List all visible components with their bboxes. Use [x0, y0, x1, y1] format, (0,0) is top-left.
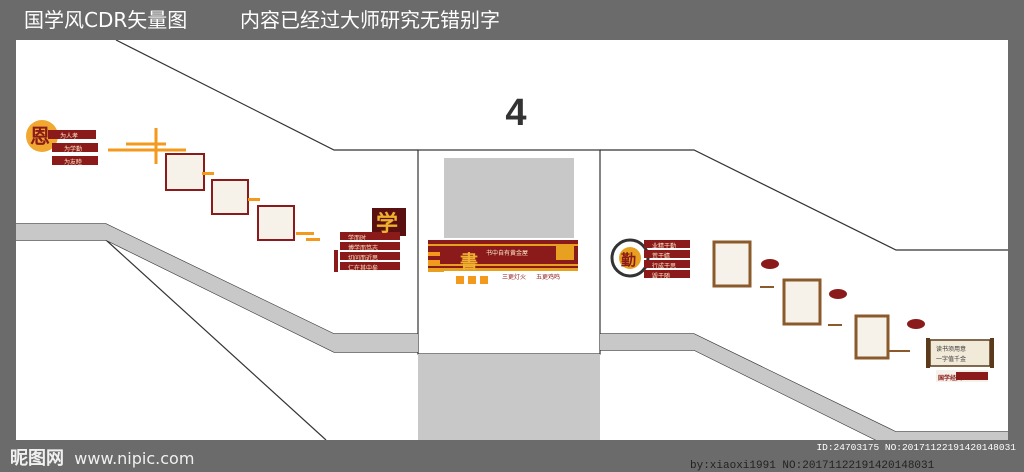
qin-ribbon-1: [644, 240, 690, 248]
accent-1: [202, 172, 214, 175]
shu-stripe-2: [428, 264, 578, 266]
guoxue-text: 国学经典: [938, 375, 963, 382]
accent-2: [248, 198, 260, 201]
title-left: 国学风CDR矢量图: [24, 8, 188, 32]
guoxue-tag: [936, 370, 988, 382]
qin-ribbon-3: [644, 260, 690, 268]
qin-line-2: 荒于嬉: [652, 253, 671, 260]
panel-shu: [428, 240, 578, 284]
xue-ribbon-1: [340, 232, 400, 240]
scroll-body: [929, 339, 991, 367]
panel-en: [26, 120, 98, 165]
xue-ribbon-4: [340, 262, 400, 270]
frames-right: [712, 240, 925, 360]
qin-line-3: 行成于思: [652, 263, 677, 270]
shu-stripe-4: [428, 268, 578, 271]
watermark-url: www.nipic.com: [74, 449, 195, 468]
xue-line-1: 学而时: [348, 235, 367, 242]
left-stair-band: [16, 224, 418, 352]
en-medallion: [26, 120, 58, 152]
watermark-site-name: 昵图网: [10, 448, 64, 469]
xue-line-2: 博学而笃志: [348, 245, 379, 252]
watermark-strip: by:xiaoxi1991 NO:20171122191420148031: [690, 460, 935, 472]
xue-ribbon-3: [340, 252, 400, 260]
qin-hub: [619, 247, 641, 269]
guoxue-book: [956, 372, 988, 380]
frame-r2-tassel: [828, 324, 842, 326]
accent-4: [306, 238, 320, 241]
scroll-rod-left: [926, 338, 930, 368]
center-upper-block: [444, 158, 574, 238]
frame-r3-tassel: [888, 350, 910, 352]
header-bar: 国学风CDR矢量图 内容已经过大师研究无错别字: [0, 0, 1024, 40]
frame-r1-tassel: [760, 286, 774, 288]
frame-3: [257, 205, 295, 241]
panel-xue: [334, 208, 406, 272]
center-lower-block: [418, 354, 600, 440]
cloud-2: [829, 289, 847, 299]
shu-seal: [556, 244, 574, 260]
qin-ribbon-2: [644, 250, 690, 258]
cloud-3: [907, 319, 925, 329]
wall-drawing: 4 恩 为人孝 为学勤 为友睦 学 学而时 博学而笃志 切问而近思 仁在其中矣 …: [16, 40, 1008, 440]
en-ribbon-3: [52, 156, 98, 165]
shu-char: 書: [460, 252, 478, 273]
qin-ribbon-4: [644, 270, 690, 278]
scroll-line-1: 读书须用意: [936, 346, 967, 353]
frames-left: [165, 153, 320, 241]
shu-line-top: 书中自有黄金屋: [486, 250, 529, 257]
accent-3: [296, 232, 314, 235]
en-line-2: 为学勤: [64, 146, 83, 153]
section-number: 4: [505, 92, 527, 134]
gray-surfaces: [16, 158, 1008, 440]
shu-line-bottom-left: 三更灯火: [502, 274, 527, 281]
frame-r3: [854, 314, 890, 360]
right-stair-band: [600, 334, 1008, 440]
frame-1: [165, 153, 205, 191]
en-line-3: 为友睦: [64, 159, 83, 166]
qin-line-1: 业精于勤: [652, 243, 677, 250]
qin-line-4: 毁于随: [652, 273, 671, 280]
cloud-1: [761, 259, 779, 269]
frame-2: [211, 179, 249, 215]
footer-bar: 昵图网 www.nipic.com ID:24703175 NO:2017112…: [0, 440, 1024, 472]
en-ribbon-2: [52, 143, 98, 152]
shu-left-bar-1: [428, 252, 440, 256]
watermark-id: ID:24703175 NO:20171122191420148031: [816, 442, 1016, 453]
en-ribbon-1: [48, 130, 96, 139]
xue-line-3: 切问而近思: [348, 255, 379, 262]
shu-line-bottom-right: 五更鸡鸣: [536, 274, 561, 281]
shu-square-1: [456, 276, 464, 284]
en-line-1: 为人孝: [60, 133, 79, 140]
watermark-site: 昵图网 www.nipic.com: [10, 444, 194, 470]
xue-line-4: 仁在其中矣: [348, 265, 379, 272]
scroll-rod-right: [990, 338, 994, 368]
en-char: 恩: [30, 124, 50, 148]
scroll-tag: [926, 338, 994, 368]
qin-char: 勤: [621, 251, 637, 269]
xue-side-bar: [334, 250, 338, 272]
shu-square-3: [480, 276, 488, 284]
shu-square-2: [468, 276, 476, 284]
frame-r2: [782, 278, 822, 326]
xue-ribbon-2: [340, 242, 400, 250]
title-right: 内容已经过大师研究无错别字: [240, 8, 500, 32]
panel-qin: [610, 238, 690, 278]
upper-left-edge: [115, 40, 418, 151]
lower-left-diagonal: [105, 239, 327, 440]
frame-r1: [712, 240, 752, 288]
lattice-left: [108, 128, 186, 164]
upper-right-edge: [600, 149, 1008, 251]
xue-char: 学: [376, 211, 399, 237]
shu-stripe-1: [428, 244, 578, 246]
scroll-line-2: 一字值千金: [936, 356, 967, 363]
stairwell-wall-svg: [16, 40, 1008, 440]
xue-book: [372, 208, 406, 236]
shu-left-bar-2: [428, 260, 440, 264]
